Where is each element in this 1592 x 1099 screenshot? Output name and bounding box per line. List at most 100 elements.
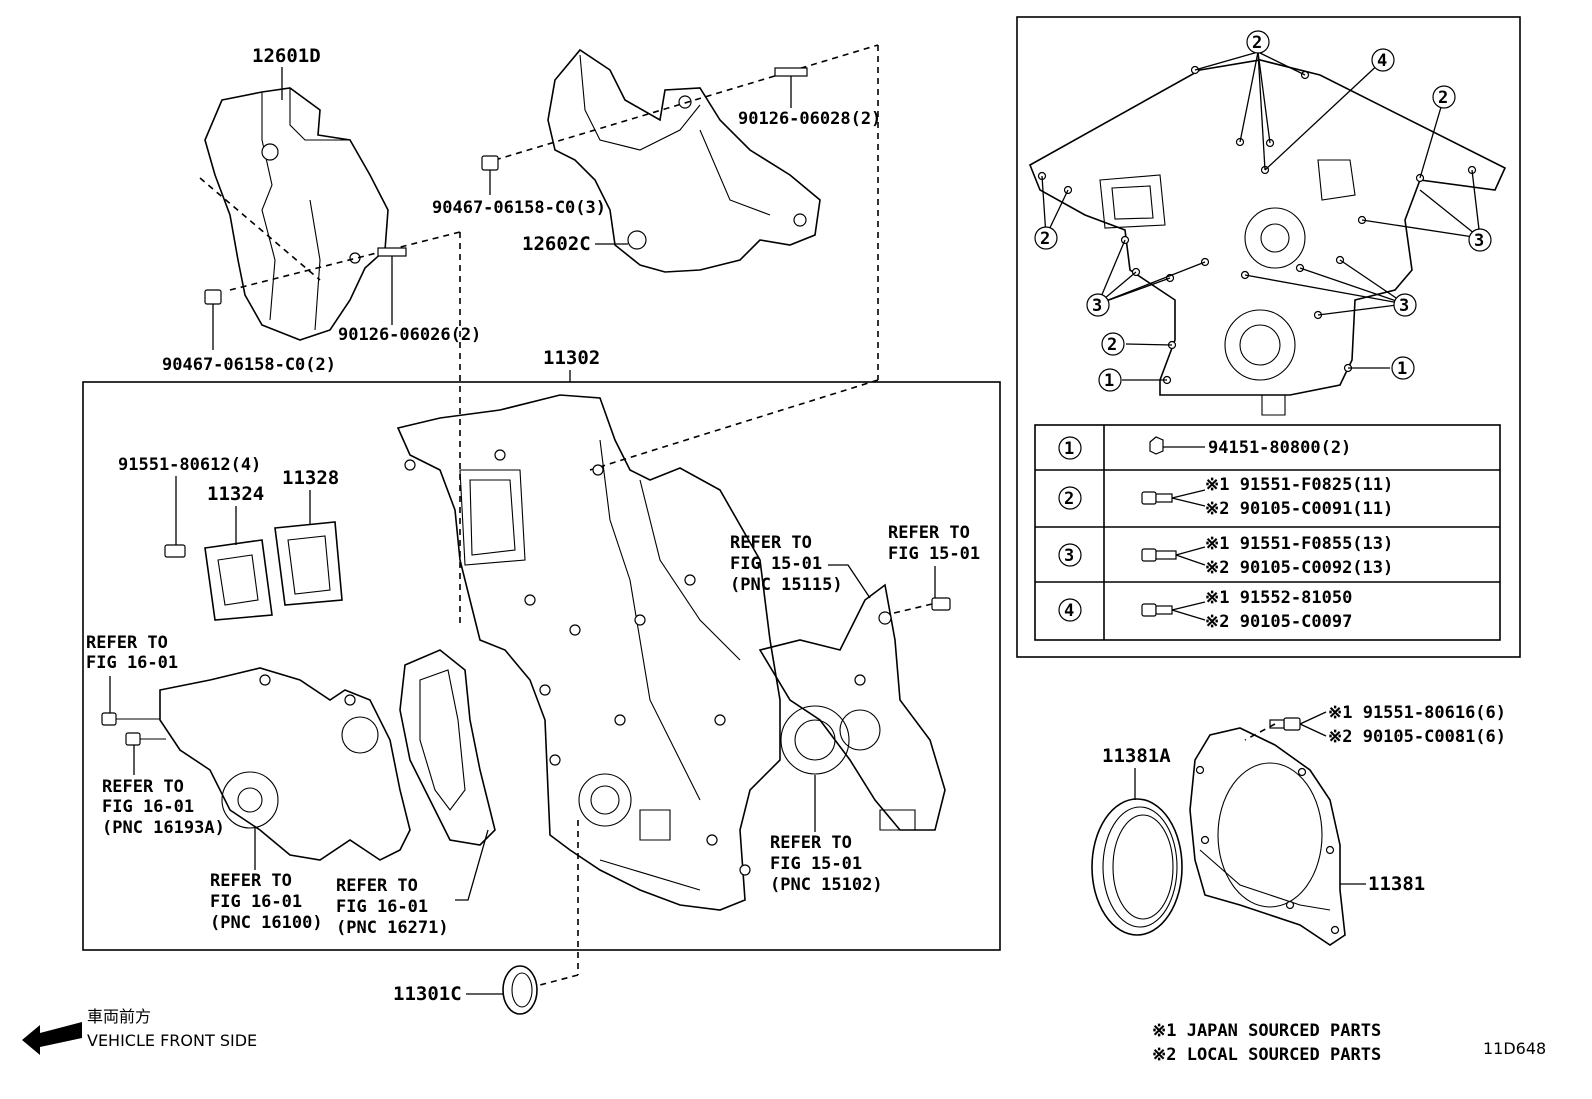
svg-text:REFER TO: REFER TO	[888, 523, 970, 543]
note-local-sourced: ※2 LOCAL SOURCED PARTS	[1152, 1045, 1381, 1065]
inset-leaders	[1041, 51, 1481, 381]
refer-fig-15-01-pnc-15115[interactable]: REFER TO FIG 15-01 (PNC 15115)	[730, 533, 843, 595]
diagram-code: 11D648	[1483, 1039, 1546, 1058]
svg-text:REFER TO: REFER TO	[336, 876, 418, 896]
assembly-box-11302	[82, 381, 1001, 951]
bolt-refer-15-01[interactable]	[889, 597, 951, 615]
water-pump-gasket[interactable]	[399, 649, 496, 846]
cover-plate-11324[interactable]	[204, 539, 273, 621]
label-91551-80612: 91551-80612(4)	[118, 455, 261, 475]
inset-callout-3-right[interactable]: 3	[1393, 293, 1417, 317]
label-11301C: 11301C	[393, 983, 462, 1005]
svg-text:2: 2	[1040, 229, 1050, 249]
label-11324: 11324	[207, 483, 264, 505]
table-row-4[interactable]: 4 ※1 91552-81050 ※2 90105-C0097	[1058, 588, 1352, 632]
front-arrow-icon	[22, 1022, 82, 1055]
label-11381: 11381	[1368, 873, 1425, 895]
bolt-refer-16-01-a[interactable]	[101, 712, 160, 726]
label-90467-left: 90467-06158-C0(2)	[162, 355, 336, 375]
inset-bolt-map	[1016, 16, 1521, 658]
nut-90467-top[interactable]	[481, 155, 499, 171]
table-row-2[interactable]: 2 ※1 91551-F0825(11) ※2 90105-C0091(11)	[1058, 475, 1393, 519]
svg-text:1: 1	[1397, 359, 1407, 379]
rear-oil-seal-11381A[interactable]	[1091, 798, 1183, 936]
gasket-11328[interactable]	[274, 521, 343, 606]
svg-text:※1 91552-81050: ※1 91552-81050	[1205, 588, 1352, 608]
svg-text:FIG 15-01: FIG 15-01	[770, 854, 862, 874]
svg-text:FIG 16-01: FIG 16-01	[86, 653, 178, 673]
label-12601D: 12601D	[252, 45, 321, 67]
refer-fig-16-01-pnc-16271[interactable]: REFER TO FIG 16-01 (PNC 16271)	[336, 876, 449, 938]
inset-callout-1-left[interactable]: 1	[1098, 368, 1122, 392]
svg-text:FIG 16-01: FIG 16-01	[210, 892, 302, 912]
svg-text:3: 3	[1064, 546, 1074, 566]
svg-text:3: 3	[1092, 296, 1102, 316]
inset-callout-2-lower[interactable]: 2	[1101, 332, 1125, 356]
svg-text:REFER TO: REFER TO	[770, 833, 852, 853]
note-japan-sourced: ※1 JAPAN SOURCED PARTS	[1152, 1021, 1381, 1041]
bolt-legend-table	[1034, 424, 1501, 641]
stud-90126-06028[interactable]	[774, 67, 808, 77]
inset-callout-3-left[interactable]: 3	[1086, 293, 1110, 317]
oil-seal-11301C[interactable]	[502, 965, 538, 1015]
svg-text:(PNC 16100): (PNC 16100)	[210, 913, 323, 933]
timing-cover-12602C[interactable]	[547, 48, 821, 273]
oil-pump-housing[interactable]	[758, 583, 946, 831]
label-rear-bolt-1: ※1 91551-80616(6)	[1328, 703, 1506, 723]
table-row-1[interactable]: 1 94151-80800(2)	[1058, 436, 1351, 460]
refer-fig-16-01-pnc-16100[interactable]: REFER TO FIG 16-01 (PNC 16100)	[210, 871, 323, 933]
inset-callout-1-right[interactable]: 1	[1391, 356, 1415, 380]
front-label-en: VEHICLE FRONT SIDE	[87, 1031, 257, 1050]
inset-callout-2-left[interactable]: 2	[1034, 226, 1058, 250]
svg-text:※1 91551-F0825(11): ※1 91551-F0825(11)	[1205, 475, 1393, 495]
svg-text:(PNC 15115): (PNC 15115)	[730, 575, 843, 595]
nut-90467-left[interactable]	[204, 289, 222, 305]
svg-text:FIG 16-01: FIG 16-01	[102, 797, 194, 817]
stud-90126-06026[interactable]	[377, 247, 407, 257]
label-90126-06028: 90126-06028(2)	[738, 109, 881, 129]
svg-text:2: 2	[1252, 33, 1262, 53]
timing-cover-12601D[interactable]	[204, 87, 389, 341]
inset-callout-2-right[interactable]: 2	[1432, 85, 1456, 109]
label-90126-06026: 90126-06026(2)	[338, 325, 481, 345]
front-label-jp: 車両前方	[87, 1007, 151, 1026]
refer-fig-15-01[interactable]: REFER TO FIG 15-01	[888, 523, 980, 564]
label-rear-bolt-2: ※2 90105-C0081(6)	[1328, 727, 1506, 747]
svg-text:(PNC 16271): (PNC 16271)	[336, 918, 449, 938]
svg-text:FIG 16-01: FIG 16-01	[336, 897, 428, 917]
label-11381A: 11381A	[1102, 745, 1171, 767]
inset-callout-2-top[interactable]: 2	[1246, 30, 1270, 54]
svg-text:1: 1	[1104, 371, 1114, 391]
inset-callout-4[interactable]: 4	[1371, 48, 1395, 72]
svg-text:※2 90105-C0097: ※2 90105-C0097	[1205, 612, 1352, 632]
svg-text:REFER TO: REFER TO	[730, 533, 812, 553]
refer-fig-16-01-pnc-16193a[interactable]: REFER TO FIG 16-01 (PNC 16193A)	[102, 777, 225, 838]
label-11302: 11302	[543, 347, 600, 369]
svg-text:2: 2	[1064, 489, 1074, 509]
svg-text:FIG 15-01: FIG 15-01	[888, 544, 980, 564]
label-12602C: 12602C	[522, 233, 591, 255]
refer-fig-15-01-pnc-15102[interactable]: REFER TO FIG 15-01 (PNC 15102)	[770, 833, 883, 895]
svg-text:3: 3	[1399, 296, 1409, 316]
svg-text:REFER TO: REFER TO	[210, 871, 292, 891]
inset-callout-3-right-top[interactable]: 3	[1468, 228, 1492, 252]
table-row-3[interactable]: 3 ※1 91551-F0855(13) ※2 90105-C0092(13)	[1058, 534, 1393, 578]
svg-text:2: 2	[1107, 335, 1117, 355]
water-pump[interactable]	[159, 667, 411, 861]
label-90467-top: 90467-06158-C0(3)	[432, 198, 606, 218]
svg-text:※2 90105-C0092(13): ※2 90105-C0092(13)	[1205, 558, 1393, 578]
svg-text:REFER TO: REFER TO	[86, 633, 168, 653]
bolt-91551-80612[interactable]	[164, 544, 186, 558]
inset-cover-drawing	[1028, 59, 1507, 416]
svg-text:1: 1	[1064, 439, 1074, 459]
timing-chain-cover-11302[interactable]	[396, 394, 781, 911]
bolt-refer-16-01-b[interactable]	[125, 732, 166, 746]
svg-text:FIG 15-01: FIG 15-01	[730, 554, 822, 574]
rear-oil-seal-retainer-11381[interactable]	[1189, 727, 1346, 946]
svg-text:4: 4	[1064, 601, 1074, 621]
svg-text:※2 90105-C0091(11): ※2 90105-C0091(11)	[1205, 499, 1393, 519]
refer-fig-16-01-a[interactable]: REFER TO FIG 16-01	[86, 633, 178, 673]
svg-text:REFER TO: REFER TO	[102, 777, 184, 797]
svg-text:2: 2	[1438, 88, 1448, 108]
